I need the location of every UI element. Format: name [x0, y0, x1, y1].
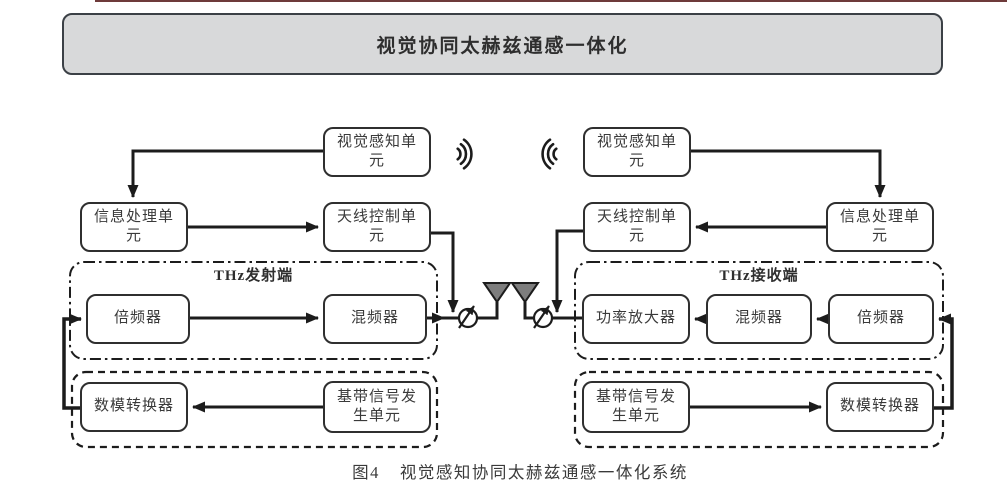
visual-perception-unit-left: 视觉感知单 元	[323, 127, 431, 177]
power-amplifier-right: 功率放大器	[582, 294, 690, 344]
figure-caption-text: 视觉感知协同太赫兹通感一体化系统	[399, 463, 688, 482]
dac-left: 数模转换器	[80, 382, 188, 432]
antenna-icon	[482, 282, 512, 304]
diagram-title-bar: 视觉协同太赫兹通感一体化	[62, 13, 943, 75]
visual-perception-unit-right: 视觉感知单 元	[583, 127, 691, 177]
figure-caption: 图4 视觉感知协同太赫兹通感一体化系统	[80, 459, 960, 483]
info-processing-unit-right: 信息处理单 元	[826, 202, 934, 252]
frequency-multiplier-left: 倍频器	[86, 294, 190, 344]
antenna-icon	[510, 282, 540, 304]
figure-number: 图4	[352, 463, 380, 482]
baseband-signal-unit-left: 基带信号发 生单元	[323, 381, 431, 433]
mixer-left: 混频器	[323, 294, 427, 344]
frequency-multiplier-right: 倍频器	[828, 294, 934, 344]
connector-visual-to-info-left	[127, 149, 323, 198]
connector-antctrl-to-feed-left	[431, 231, 459, 313]
page-top-rule	[95, 0, 1007, 2]
thz-receiver-frame	[574, 261, 944, 360]
feed-line-right	[523, 302, 582, 320]
connector-visual-to-info-right	[691, 149, 886, 198]
connector-dac-to-multiplier-left	[62, 313, 82, 410]
diagram-title: 视觉协同太赫兹通感一体化	[376, 35, 629, 57]
thz-transmitter-frame	[69, 261, 438, 360]
wireless-signal-right-icon	[456, 138, 473, 170]
connector-dac-to-multiplier-right	[934, 313, 954, 410]
phase-shifter-icon	[532, 305, 554, 329]
mixer-right: 混频器	[706, 294, 812, 344]
connector-antctrl-to-feed-right	[551, 229, 583, 313]
thz-receiver-label: THz接收端	[719, 268, 799, 284]
wireless-signal-left-icon	[541, 138, 558, 170]
thz-transmitter-label: THz发射端	[213, 268, 294, 284]
baseband-signal-unit-right: 基带信号发 生单元	[582, 381, 690, 433]
antenna-control-unit-left: 天线控制单 元	[323, 202, 431, 252]
antenna-control-unit-right: 天线控制单 元	[583, 202, 691, 252]
info-processing-unit-left: 信息处理单 元	[80, 202, 188, 252]
phase-shifter-icon	[457, 305, 479, 329]
dac-right: 数模转换器	[826, 382, 934, 432]
